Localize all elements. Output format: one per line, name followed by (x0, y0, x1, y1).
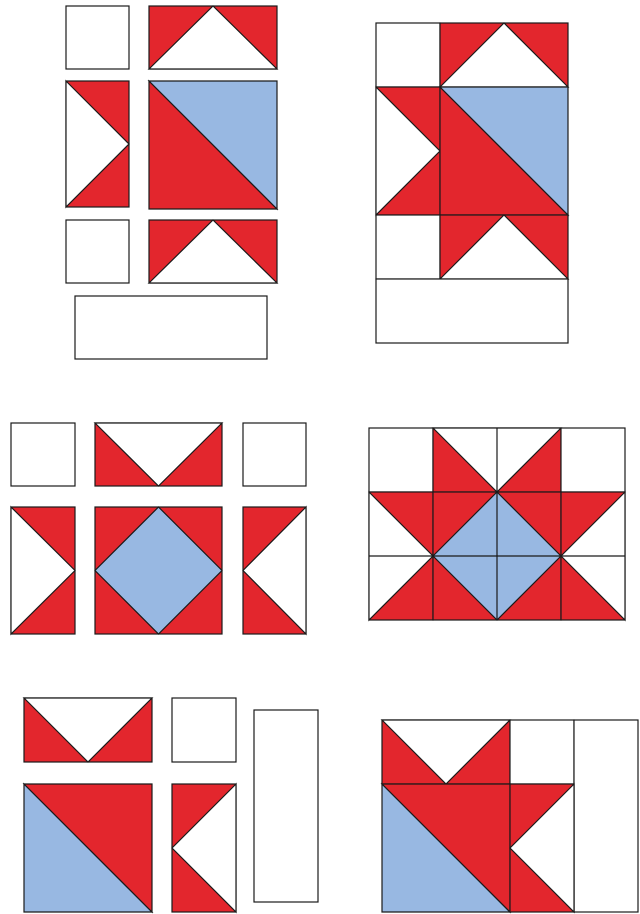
background-strip (75, 296, 267, 359)
background-strip (254, 710, 318, 902)
background-strip (574, 720, 638, 912)
quilt-block-2-assembled (369, 428, 625, 620)
corner-square (376, 215, 440, 279)
quilt-block-1-assembled (376, 23, 568, 343)
corner-square (172, 698, 236, 762)
corner-square (11, 423, 75, 486)
quilt-block-3-assembled (382, 720, 638, 912)
quilt-block-1-pieces-layout (66, 6, 277, 359)
corner-square (376, 23, 440, 87)
quilt-block-2-pieces-layout (11, 423, 306, 634)
corner-square (66, 220, 129, 283)
corner-square (66, 6, 129, 69)
corner-square (561, 428, 625, 492)
background-strip (376, 279, 568, 343)
corner-square (510, 720, 574, 784)
quilt-block-3-pieces-layout (24, 698, 318, 912)
corner-square (243, 423, 306, 486)
corner-square (369, 428, 433, 492)
